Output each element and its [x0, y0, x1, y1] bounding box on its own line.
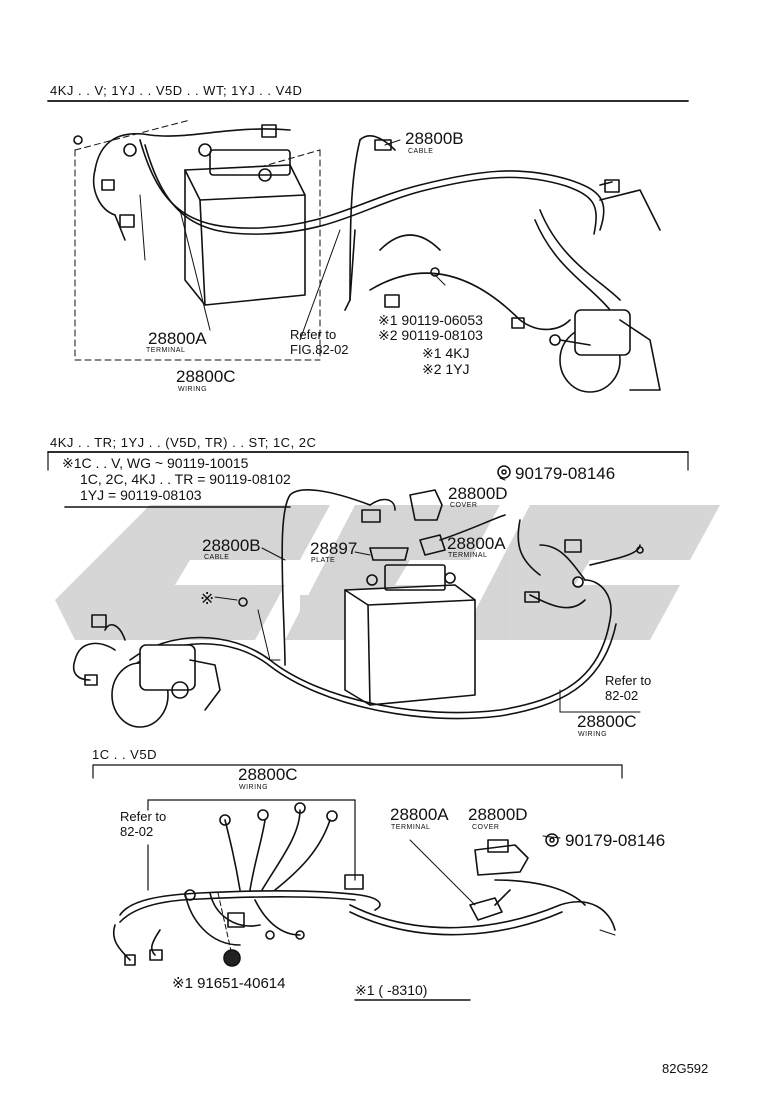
- bolt-marker-2: ※: [200, 589, 215, 608]
- part-28800d-sub-2: COVER: [450, 502, 478, 509]
- cover-28800d-2: [409, 489, 443, 521]
- part-28800b-label: 28800B: [405, 129, 464, 148]
- part-28800a-label-2: 28800A: [447, 534, 506, 553]
- bolt-label-2: ※2 90119-08103: [378, 327, 483, 343]
- harness-section2: [72, 519, 641, 720]
- part-28800c-label: 28800C: [176, 367, 236, 386]
- section2-note-1: ※1C . . V, WG ~ 90119-10015: [62, 455, 249, 471]
- harness-section3: [112, 809, 616, 961]
- nut-icon-2: [545, 833, 559, 847]
- refer-to-line2: FIG.82-02: [290, 342, 349, 357]
- part-28800c-sub-2: WIRING: [578, 731, 608, 738]
- key-label-2: ※2 1YJ: [422, 361, 470, 377]
- cable-28800b-2: [281, 489, 396, 666]
- section2-note-2: 1C, 2C, 4KJ . . TR = 90119-08102: [80, 471, 291, 487]
- terminal-28800a-2: [419, 514, 506, 556]
- refer-to-line1-3: Refer to: [120, 809, 167, 824]
- part-28800a-sub-2: TERMINAL: [448, 552, 488, 559]
- section1-header: 4KJ . . V; 1YJ . . V5D . . WT; 1YJ . . V…: [50, 83, 303, 98]
- part-28897-sub: PLATE: [311, 557, 336, 564]
- part-28800a-sub: TERMINAL: [146, 347, 186, 354]
- nut-90179-label-3: 90179-08146: [565, 831, 666, 850]
- grommet-91651: [217, 892, 241, 967]
- refer-to-line1: Refer to: [290, 327, 337, 342]
- refer-to-line1-2: Refer to: [605, 673, 652, 688]
- nut-90179-label-1: 90179-08146: [515, 464, 616, 483]
- battery-2: [344, 564, 476, 706]
- cover-28800d-3: [474, 839, 529, 876]
- part-28800a-label-3: 28800A: [390, 805, 449, 824]
- connectors-section2: [84, 539, 644, 686]
- connectors-section3: [124, 802, 364, 966]
- nut-icon-1: [497, 465, 511, 479]
- plate-28897: [369, 547, 409, 561]
- starter-motor-2: [111, 644, 221, 728]
- terminal-28800a-3: [409, 839, 511, 921]
- figure-code: 82G592: [662, 1061, 709, 1076]
- battery-1: [184, 143, 306, 306]
- part-28800c-sub-3: WIRING: [239, 784, 269, 791]
- section2-header: 4KJ . . TR; 1YJ . . (V5D, TR) . . ST; 1C…: [50, 435, 317, 450]
- part-28800c-sub: WIRING: [178, 386, 208, 393]
- part-28800c-label-2: 28800C: [577, 712, 637, 731]
- section3-header: 1C . . V5D: [92, 747, 157, 762]
- part-28800b-sub-2: CABLE: [204, 554, 230, 561]
- part-28800b-sub: CABLE: [408, 148, 434, 155]
- section1-bracket: [74, 119, 321, 361]
- section3-key-label: ※1 ( -8310): [355, 982, 428, 998]
- leaders-section2: [214, 477, 641, 713]
- connectors-section1: [73, 124, 620, 329]
- part-28800d-sub-3: COVER: [472, 824, 500, 831]
- grommet-label: ※1 91651-40614: [172, 975, 286, 992]
- part-28800c-label-3: 28800C: [238, 765, 298, 784]
- watermark-logo: [55, 505, 720, 640]
- harness-section1: [93, 128, 661, 331]
- part-28897-label: 28897: [310, 539, 358, 558]
- section3-bracket: [92, 764, 623, 891]
- leaders-section1: [139, 139, 446, 341]
- bolt-label-1: ※1 90119-06053: [378, 312, 483, 328]
- section2-note-3: 1YJ = 90119-08103: [80, 487, 202, 503]
- part-28800d-label-3: 28800D: [468, 805, 528, 824]
- cable-28800b-1: [344, 135, 396, 311]
- part-28800d-label-2: 28800D: [448, 484, 508, 503]
- refer-to-line2-3: 82-02: [120, 824, 154, 839]
- part-28800b-label-2: 28800B: [202, 536, 261, 555]
- refer-to-line2-2: 82-02: [605, 688, 639, 703]
- leaders-section3: [542, 835, 616, 936]
- key-label-1: ※1 4KJ: [422, 345, 470, 361]
- part-28800a-sub-3: TERMINAL: [391, 824, 431, 831]
- part-28800a-label: 28800A: [148, 329, 207, 348]
- starter-motor-1: [549, 309, 661, 393]
